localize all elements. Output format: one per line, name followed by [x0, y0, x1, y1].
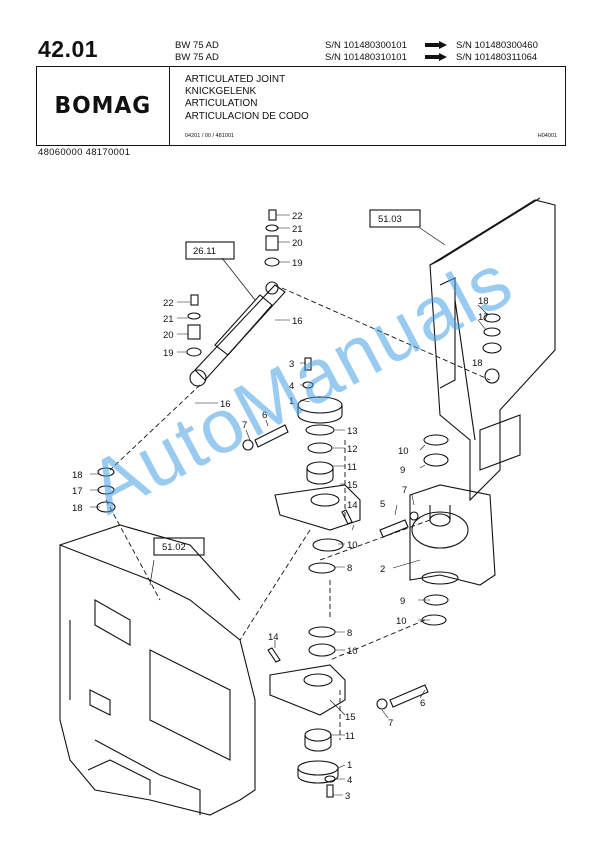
callout: 10 — [396, 616, 407, 627]
callout: 18 — [72, 503, 83, 514]
serial-to-1: S/N 101480300460 — [456, 40, 538, 51]
arrow-right-icon — [425, 53, 447, 61]
callout: 19 — [292, 258, 303, 269]
callout: 16 — [292, 316, 303, 327]
logo-cell: BOMAG — [37, 67, 170, 145]
center-hinge — [409, 484, 496, 586]
callout: 18 — [478, 296, 489, 307]
callout: 10 — [347, 540, 358, 551]
bomag-logo: BOMAG — [54, 93, 152, 119]
ref-box-label: 26.11 — [193, 246, 216, 257]
callout: 14 — [347, 500, 358, 511]
callout: 19 — [163, 348, 174, 359]
callout: 7 — [388, 718, 393, 729]
page-number: 42.01 — [38, 36, 99, 62]
callout: 2 — [380, 564, 385, 575]
ref-box-label: 51.03 — [378, 214, 402, 225]
drawing-code: H04001 — [537, 133, 557, 139]
title-list: ARTICULATED JOINT KNICKGELENK ARTICULATI… — [185, 74, 309, 123]
callout: 1 — [347, 760, 352, 771]
callout: 7 — [242, 420, 247, 431]
callout: 17 — [478, 312, 489, 323]
callout: 10 — [398, 446, 409, 457]
callout: 20 — [163, 330, 174, 341]
callout: 5 — [380, 499, 385, 510]
callout: 9 — [400, 465, 405, 476]
callout: 11 — [345, 731, 355, 742]
callout: 3 — [289, 359, 294, 370]
callout: 17 — [72, 486, 83, 497]
callout: 18 — [72, 470, 83, 481]
callout: 12 — [347, 444, 358, 455]
callout: 6 — [262, 410, 267, 421]
callout: 18 — [472, 358, 483, 369]
model-line-1: BW 75 AD — [175, 40, 219, 51]
callout: 1 — [289, 396, 294, 407]
arrow-right-icon — [425, 41, 447, 49]
callout: 13 — [347, 426, 358, 437]
title-en: ARTICULATED JOINT — [185, 74, 286, 85]
lower-bearing-block — [269, 664, 346, 716]
serial-to-2: S/N 101480311064 — [456, 52, 538, 63]
callout: 21 — [163, 314, 174, 325]
callout: 4 — [289, 381, 294, 392]
callout: 22 — [292, 211, 303, 222]
callout: 10 — [347, 646, 358, 657]
callout: 15 — [347, 480, 358, 491]
title-fr: ARTICULATION — [185, 98, 258, 110]
title-block: BOMAG ARTICULATED JOINT KNICKGELENK ARTI… — [36, 66, 566, 146]
hydraulic-cylinder — [194, 284, 286, 381]
serial-from-2: S/N 101480310101 — [325, 52, 407, 63]
left-frame — [59, 544, 256, 816]
ref-box-51-03 — [369, 209, 421, 228]
reference-code: 04201 / 00 / 481001 — [185, 133, 234, 139]
serial-from-1: S/N 101480300101 — [325, 40, 407, 51]
callout: 9 — [400, 596, 405, 607]
ref-box-51-02 — [153, 537, 205, 556]
right-frame — [429, 199, 556, 502]
ref-box-label: 51.02 — [162, 542, 186, 553]
title-de: KNICKGELENK — [185, 86, 257, 98]
upper-bearing-block — [274, 484, 361, 531]
callout: 6 — [420, 698, 425, 709]
callout: 11 — [347, 462, 357, 473]
callout: 8 — [347, 563, 352, 574]
exploded-diagram: 51.03 26.11 51.02 22 21 20 19 22 21 20 1… — [59, 197, 556, 816]
callout: 16 — [220, 399, 231, 410]
callout: 14 — [268, 632, 279, 643]
callout: 20 — [292, 238, 303, 249]
title-es: ARTICULACION DE CODO — [185, 110, 309, 122]
callout: 8 — [347, 628, 352, 639]
ref-box-26-11 — [185, 241, 235, 260]
callout: 3 — [345, 791, 350, 802]
callout: 7 — [402, 485, 407, 496]
model-line-2: BW 75 AD — [175, 52, 219, 63]
callout: 4 — [347, 775, 352, 786]
part-numbers: 48060000 48170001 — [38, 147, 131, 158]
callout: 15 — [345, 712, 356, 723]
callout: 22 — [163, 298, 174, 309]
callout: 21 — [292, 224, 303, 235]
